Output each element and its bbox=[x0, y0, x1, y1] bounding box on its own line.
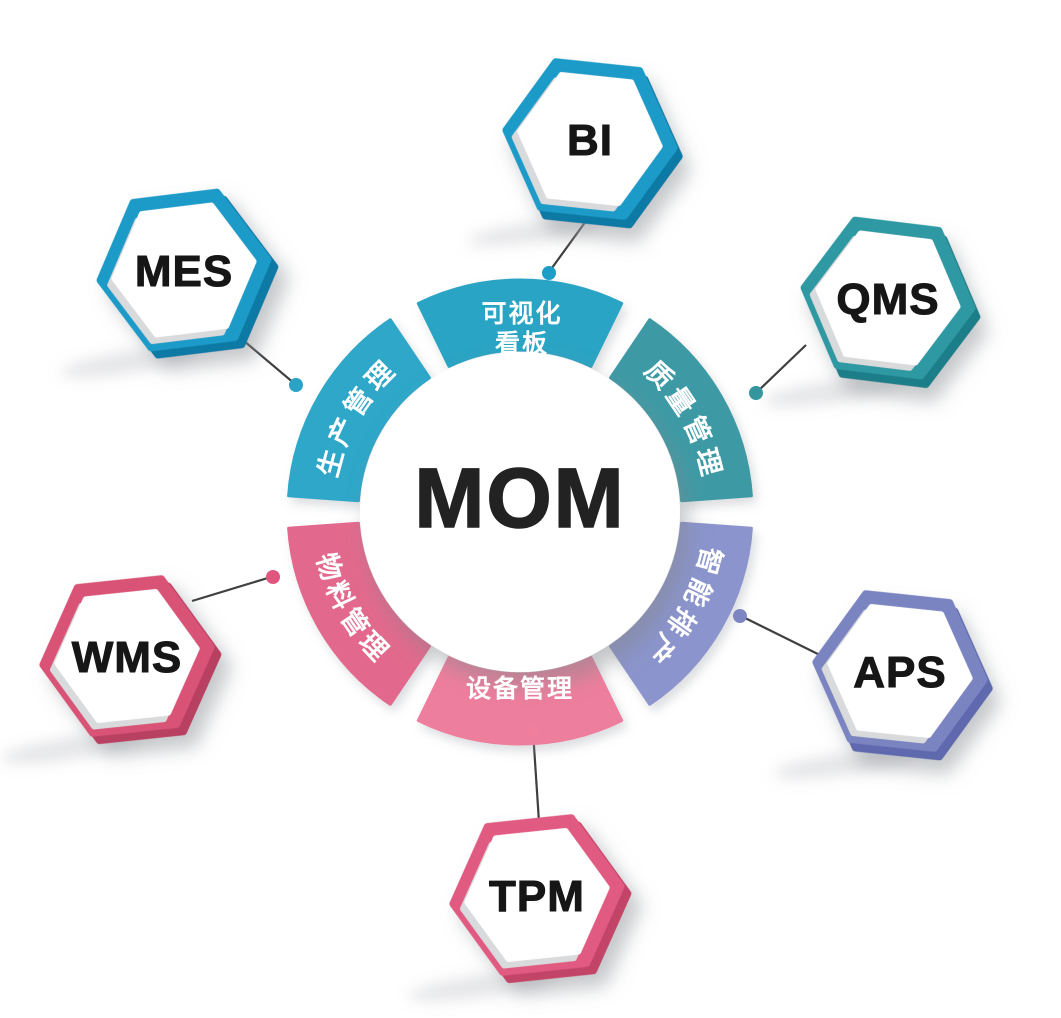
hexagon-inner-face bbox=[517, 72, 663, 206]
ring-segment-material-shape bbox=[287, 521, 431, 706]
ring-segment-material bbox=[287, 521, 431, 706]
node-wms-label: WMS bbox=[72, 633, 183, 682]
node-qms bbox=[800, 216, 981, 388]
connector-tpm bbox=[531, 730, 541, 823]
node-bi bbox=[502, 58, 683, 229]
ring-segment-visual-dashboard bbox=[416, 278, 624, 368]
connector-qms-dot bbox=[749, 386, 763, 400]
hexagon-inner-face bbox=[464, 828, 610, 962]
node-aps-label: APS bbox=[853, 648, 946, 697]
ring bbox=[287, 278, 753, 746]
node-tpm-hexagon bbox=[449, 814, 632, 984]
ring-segment-scheduling bbox=[609, 521, 753, 706]
ground-shadow bbox=[467, 218, 603, 246]
ring-segment-production bbox=[287, 318, 431, 503]
node-wms-hexagon bbox=[39, 575, 222, 745]
hexagon-inner-face bbox=[815, 230, 961, 366]
connector-aps bbox=[740, 615, 833, 662]
node-aps bbox=[812, 590, 993, 761]
node-qms-hexagon bbox=[800, 216, 981, 388]
node-mes-label: MES bbox=[135, 247, 233, 296]
connector-bi-dot bbox=[542, 266, 556, 280]
ground-shadow bbox=[763, 377, 903, 407]
connector-qms bbox=[756, 344, 807, 393]
connector-tpm-dot bbox=[526, 723, 540, 737]
ring-segment-scheduling-shape bbox=[609, 521, 753, 706]
node-aps-hexagon bbox=[812, 590, 993, 761]
ring-segment-quality bbox=[609, 318, 753, 503]
ring-segment-production-shape bbox=[287, 318, 431, 503]
ground-shadow bbox=[773, 749, 917, 779]
ring-segment-equipment-shape bbox=[416, 656, 624, 746]
node-mes-hexagon bbox=[96, 188, 279, 359]
connector-dots bbox=[266, 266, 763, 737]
node-tpm bbox=[449, 814, 632, 984]
node-mes bbox=[96, 188, 279, 359]
ring-label-equipment: 设备管理 bbox=[466, 674, 574, 703]
mom-center-label: MOM bbox=[414, 451, 625, 545]
ring-segment-visual-dashboard-shape bbox=[416, 278, 624, 368]
node-wms bbox=[39, 575, 222, 745]
ring-label-visual-dashboard-line2: 看板 bbox=[495, 330, 549, 358]
connector-mes-dot bbox=[289, 378, 303, 392]
connector-wms-dot bbox=[266, 570, 280, 584]
hexagon-inner-face bbox=[111, 202, 257, 338]
ring-segment-equipment bbox=[416, 656, 624, 746]
node-tpm-label: TPM bbox=[489, 872, 585, 921]
node-bi-label: BI bbox=[567, 116, 613, 165]
node-qms-label: QMS bbox=[836, 275, 939, 324]
mom-center-circle bbox=[360, 352, 680, 672]
ring-segment-quality-shape bbox=[609, 318, 753, 503]
hexagon-inner-face bbox=[54, 589, 200, 723]
node-bi-hexagon bbox=[502, 58, 683, 229]
ring-label-visual-dashboard-line1: 可视化 bbox=[481, 300, 562, 328]
connector-aps-dot bbox=[733, 609, 747, 623]
connector-wms bbox=[191, 575, 272, 603]
hexagon-inner-face bbox=[827, 604, 973, 738]
